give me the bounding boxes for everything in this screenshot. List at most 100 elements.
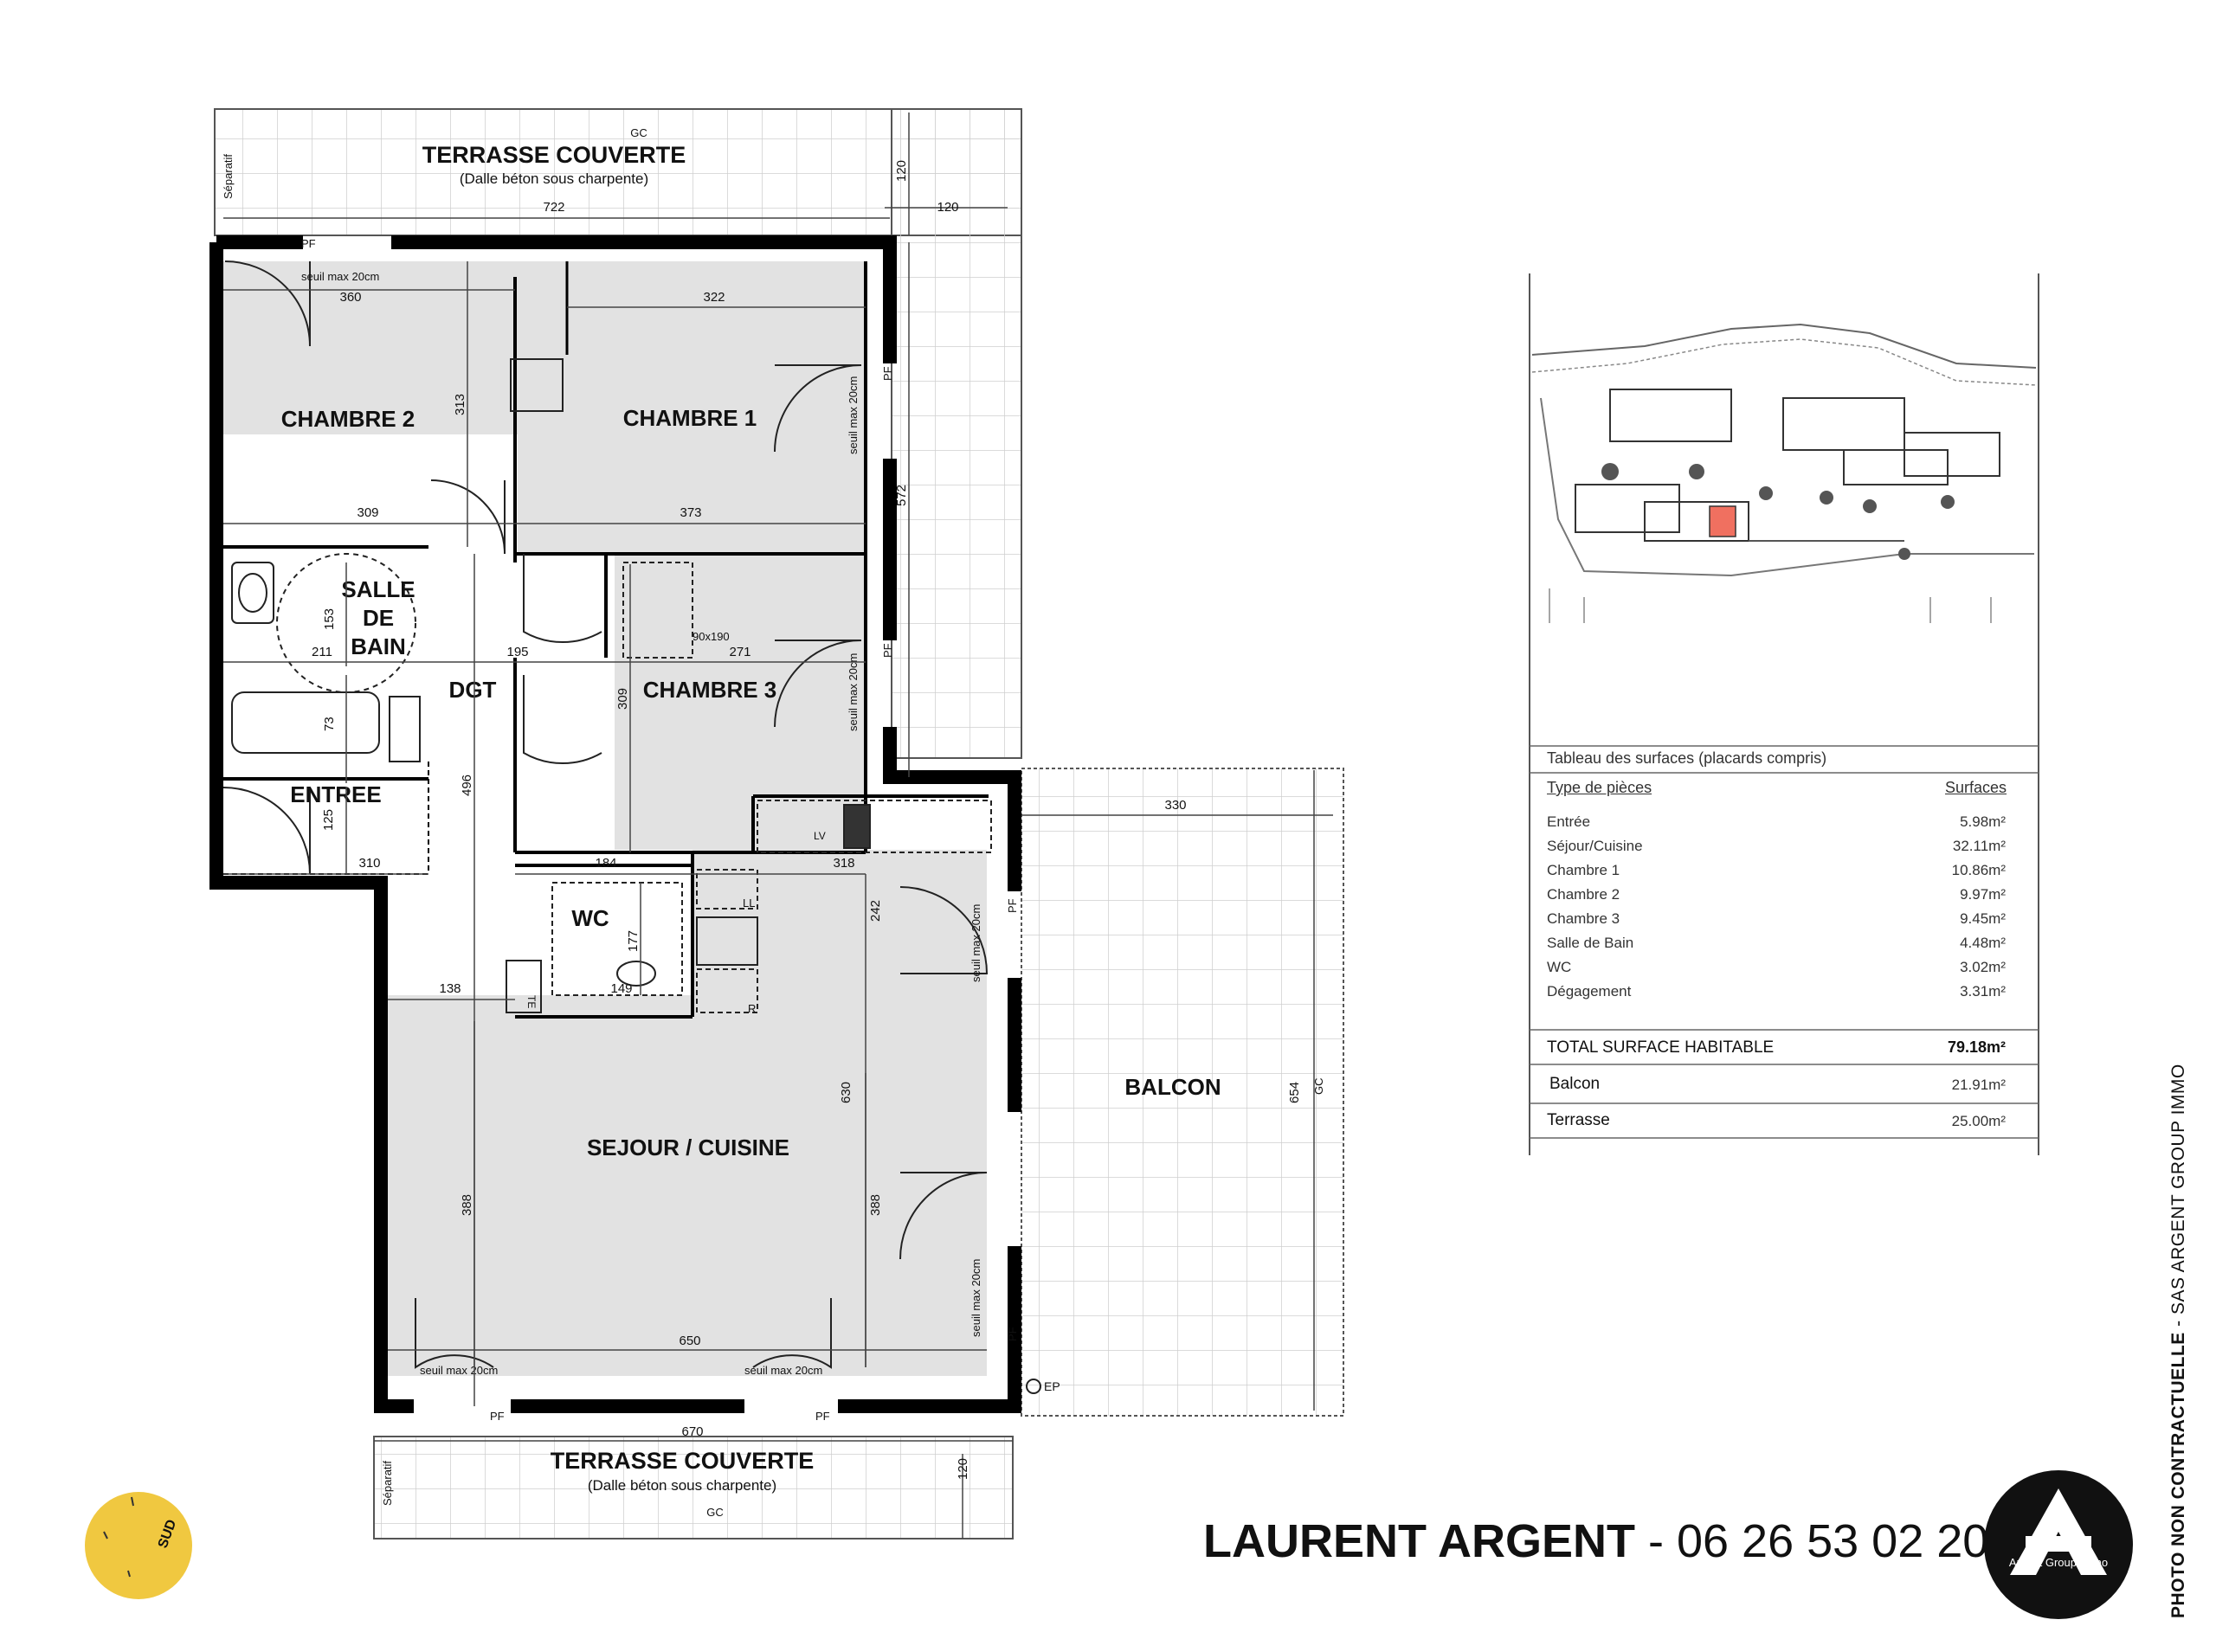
bed-size-label: 90x190 xyxy=(692,630,730,643)
surfaces-header-surface: Surfaces xyxy=(1945,779,2007,796)
surfaces-total-value: 79.18m² xyxy=(1947,1038,2006,1056)
pf-label-6: PF xyxy=(490,1410,505,1423)
surface-row-label: Séjour/Cuisine xyxy=(1547,838,1643,854)
surface-row-value: 4.48m² xyxy=(1960,935,2006,951)
ep-label: EP xyxy=(1044,1379,1060,1393)
contact-name: LAURENT ARGENT xyxy=(1203,1515,1635,1567)
surface-row-value: 10.86m² xyxy=(1951,862,2006,878)
surface-row-label: Chambre 1 xyxy=(1547,862,1620,878)
terrace-bottom-gc: GC xyxy=(706,1506,724,1519)
dim-630: 630 xyxy=(839,1082,854,1103)
surfaces-extra-value: 25.00m² xyxy=(1951,1113,2006,1129)
room-label-sejour: SEJOUR / CUISINE xyxy=(587,1135,789,1160)
room-label-wc: WC xyxy=(571,905,609,931)
contact-phone[interactable]: 06 26 53 02 20 xyxy=(1676,1515,1989,1567)
room-label-balcon: BALCON xyxy=(1124,1074,1221,1100)
surfaces-extra-label: Terrasse xyxy=(1547,1111,1610,1129)
argent-logo: Argent Group Immo xyxy=(1984,1470,2133,1619)
dim-120-top-h: 120 xyxy=(937,200,958,215)
dim-388-right: 388 xyxy=(868,1194,883,1216)
room-label-chambre2: CHAMBRE 2 xyxy=(281,406,416,432)
room-label-bath-line2: DE xyxy=(363,605,394,631)
dim-195: 195 xyxy=(506,645,528,659)
seuil-label-4: seuil max 20cm xyxy=(970,904,982,982)
dim-496: 496 xyxy=(460,775,474,796)
room-label-bath-line3: BAIN xyxy=(351,633,406,659)
dim-184: 184 xyxy=(595,856,616,871)
terrace-top-title: TERRASSE COUVERTE xyxy=(422,142,686,168)
dimension-labels: 722 120 120 360 322 313 309 373 572 153 … xyxy=(312,160,1302,1480)
surface-row-label: Dégagement xyxy=(1547,983,1632,1000)
terrace-bottom-title: TERRASSE COUVERTE xyxy=(551,1448,815,1474)
pf-label-2: PF xyxy=(881,366,894,381)
dim-360: 360 xyxy=(339,290,361,305)
dim-125: 125 xyxy=(321,809,336,831)
side-disclaimer: PHOTO NON CONTRACTUELLE - SAS ARGENT GRO… xyxy=(2168,1064,2189,1618)
surface-row-value: 32.11m² xyxy=(1952,838,2006,854)
surface-row-value: 9.45m² xyxy=(1960,910,2006,927)
dim-722: 722 xyxy=(543,200,564,215)
surfaces-extra-label: Balcon xyxy=(1549,1075,1601,1093)
seuil-label-2: seuil max 20cm xyxy=(847,376,860,454)
dim-572: 572 xyxy=(894,485,909,506)
lv-label: LV xyxy=(814,830,826,842)
surfaces-header-type: Type de pièces xyxy=(1547,779,1652,796)
pf-label-3: PF xyxy=(881,643,894,658)
compass-icon: SUD xyxy=(85,1492,192,1599)
pf-label-5: PF xyxy=(1006,1327,1019,1341)
surface-row-label: Salle de Bain xyxy=(1547,935,1634,951)
terrace-top-gc: GC xyxy=(630,126,647,139)
room-label-chambre1: CHAMBRE 1 xyxy=(623,405,757,431)
ep-marker xyxy=(1026,1379,1041,1394)
dim-322: 322 xyxy=(703,290,725,305)
dim-310: 310 xyxy=(358,856,380,871)
dim-318: 318 xyxy=(833,856,854,871)
dim-654: 654 xyxy=(1287,1082,1302,1103)
dim-388-left: 388 xyxy=(460,1194,474,1216)
room-label-dgt: DGT xyxy=(449,677,497,703)
terrace-top xyxy=(214,108,1022,759)
dim-330: 330 xyxy=(1164,798,1186,813)
contact-line: LAURENT ARGENT - 06 26 53 02 20 xyxy=(1203,1514,1988,1568)
dim-177: 177 xyxy=(626,930,641,952)
r-label: R xyxy=(748,1002,756,1015)
terrace-top-subtitle: (Dalle béton sous charpente) xyxy=(460,170,648,187)
terrace-bottom xyxy=(373,1436,1014,1540)
surfaces-extra-value: 21.91m² xyxy=(1951,1077,2006,1093)
dim-120-top-v: 120 xyxy=(894,160,909,182)
terrace-bottom-separatif: Séparatif xyxy=(381,1461,394,1506)
dim-670: 670 xyxy=(681,1424,703,1439)
balcony-area xyxy=(1021,768,1344,1417)
surface-row-label: Entrée xyxy=(1547,813,1591,830)
surface-row-label: Chambre 3 xyxy=(1547,910,1620,927)
dim-211: 211 xyxy=(312,645,332,659)
site-map xyxy=(1529,273,2039,1155)
contact-separator: - xyxy=(1634,1515,1677,1567)
surface-row-label: Chambre 2 xyxy=(1547,886,1620,903)
dim-149: 149 xyxy=(610,981,632,996)
side-disclaimer-bold: PHOTO NON CONTRACTUELLE xyxy=(2168,1332,2188,1618)
te-label: TE xyxy=(525,995,538,1008)
terrace-bottom-subtitle: (Dalle béton sous charpente) xyxy=(588,1477,776,1494)
surfaces-title: Tableau des surfaces (placards compris) xyxy=(1547,749,1827,767)
fixtures xyxy=(231,358,992,1013)
logo-text: Argent Group Immo xyxy=(2009,1556,2108,1569)
seuil-label-5: seuil max 20cm xyxy=(970,1259,982,1337)
side-disclaimer-rest: - SAS ARGENT GROUP IMMO xyxy=(2168,1064,2188,1333)
surface-row-value: 3.31m² xyxy=(1960,983,2006,1000)
balcon-gc-label: GC xyxy=(1312,1078,1325,1096)
dim-271: 271 xyxy=(729,645,750,659)
dim-242: 242 xyxy=(868,900,883,922)
walls xyxy=(209,235,1021,1413)
site-highlight-apartment xyxy=(1709,505,1736,537)
dim-309-v: 309 xyxy=(615,688,630,710)
room-label-bath-line1: SALLE xyxy=(341,576,415,602)
pf-label-1: PF xyxy=(301,237,316,250)
seuil-label-3: seuil max 20cm xyxy=(847,653,860,731)
surface-row-value: 5.98m² xyxy=(1960,813,2006,830)
door-swings xyxy=(222,260,989,1369)
surface-row-value: 9.97m² xyxy=(1960,886,2006,903)
dim-373: 373 xyxy=(680,505,701,520)
dim-309-h: 309 xyxy=(357,505,378,520)
